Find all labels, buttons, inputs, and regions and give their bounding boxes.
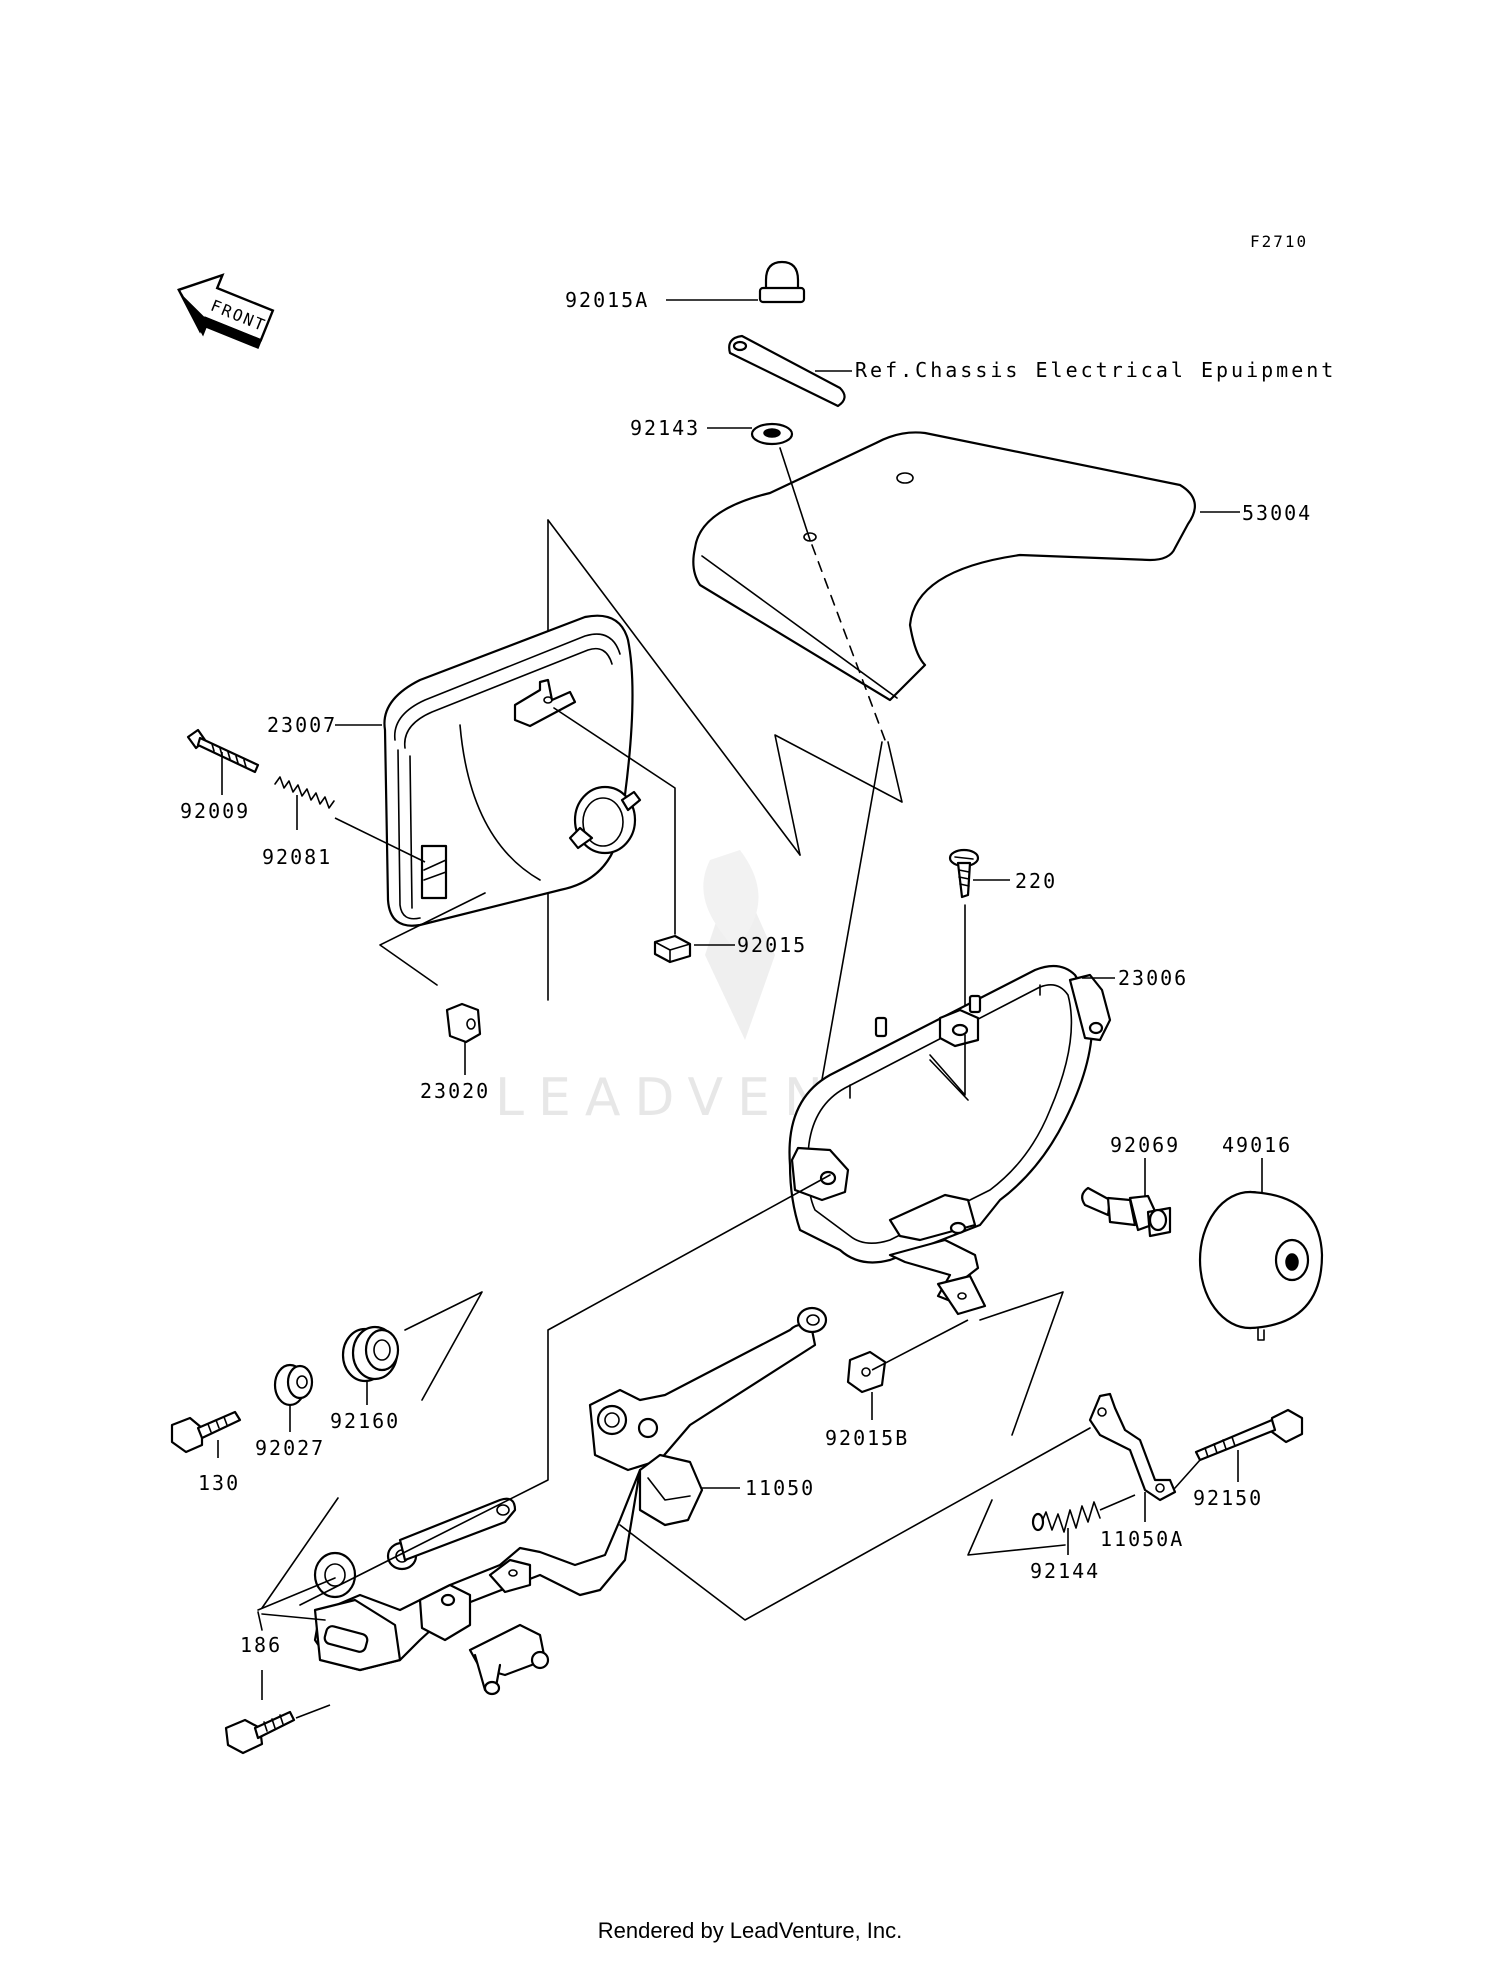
label-23020: 23020 [420, 1079, 490, 1103]
bolt-130 [170, 1410, 242, 1454]
housing-23006 [788, 964, 1112, 1316]
reference-note: Ref.Chassis Electrical Epuipment [855, 358, 1336, 382]
label-92069: 92069 [1110, 1133, 1180, 1157]
bolt-92009 [186, 728, 260, 774]
front-arrow-icon: FRONT [177, 273, 275, 349]
cover-pad-53004 [692, 431, 1196, 702]
nut-92015 [653, 934, 692, 964]
spring-92144 [1031, 1501, 1101, 1533]
bolt-92150 [1194, 1408, 1304, 1462]
label-92015: 92015 [737, 933, 807, 957]
label-220: 220 [1015, 869, 1057, 893]
spring-92081 [274, 776, 335, 809]
footer-credit: Rendered by LeadVenture, Inc. [597, 1918, 903, 1943]
label-92015A: 92015A [565, 288, 649, 312]
label-130: 130 [198, 1471, 240, 1495]
headlight-23007 [383, 614, 642, 927]
label-92009: 92009 [180, 799, 250, 823]
screw-220 [948, 848, 980, 899]
label-11050A: 11050A [1100, 1527, 1184, 1551]
label-11050: 11050 [745, 1476, 815, 1500]
label-23007: 23007 [267, 713, 337, 737]
clip-nut-92015B [846, 1350, 887, 1394]
cap-nut-92015A [758, 260, 806, 304]
boot-49016 [1198, 1190, 1324, 1341]
grommet-92160 [341, 1325, 400, 1383]
bolt-186 [224, 1710, 296, 1755]
label-92027: 92027 [255, 1436, 325, 1460]
bulb-92069 [1081, 1186, 1172, 1238]
ground-strap [728, 334, 846, 408]
figure-code: F2710 [1250, 232, 1308, 251]
clip-23020 [445, 1002, 482, 1044]
label-53004: 53004 [1242, 501, 1312, 525]
collar-92027 [273, 1363, 314, 1407]
label-92081: 92081 [262, 845, 332, 869]
bracket-11050 [588, 1306, 828, 1527]
label-92144: 92144 [1030, 1559, 1100, 1583]
label-186: 186 [240, 1633, 282, 1657]
label-92160: 92160 [330, 1409, 400, 1433]
bracket-11050A [1088, 1392, 1177, 1502]
label-92143: 92143 [630, 416, 700, 440]
mount-frame [313, 1468, 642, 1696]
label-92150: 92150 [1193, 1486, 1263, 1510]
label-92015B: 92015B [825, 1426, 909, 1450]
label-23006: 23006 [1118, 966, 1188, 990]
grommet-92143 [750, 422, 794, 446]
label-49016: 49016 [1222, 1133, 1292, 1157]
